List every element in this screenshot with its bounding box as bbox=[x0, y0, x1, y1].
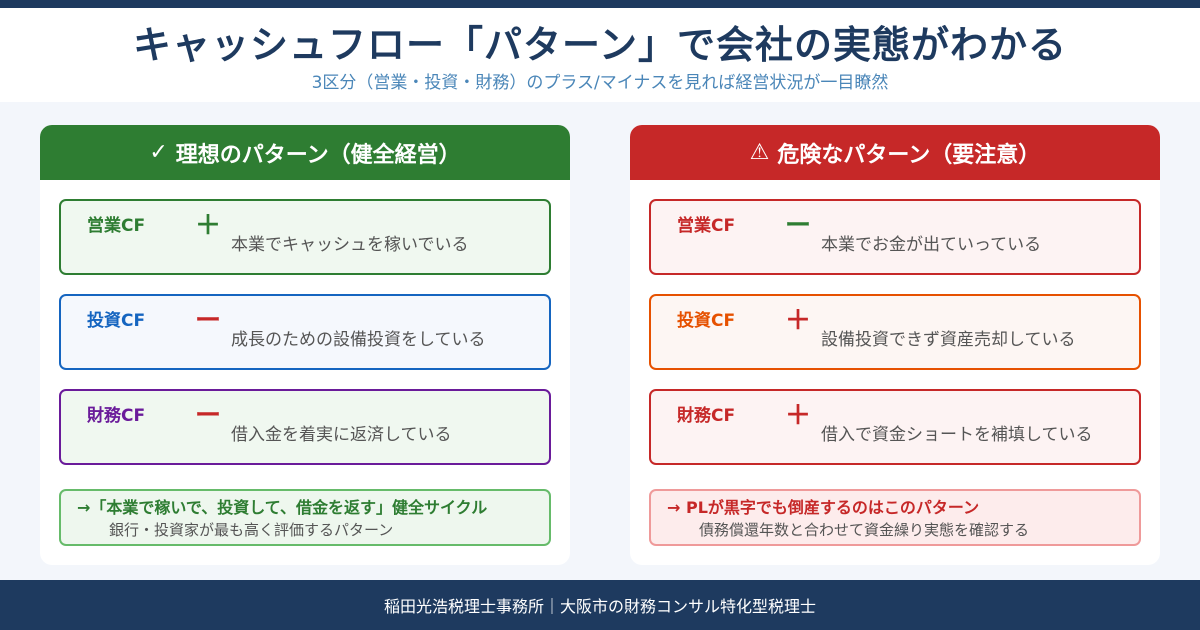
check-icon: ✓ bbox=[149, 140, 168, 165]
cf-description: 借入金を着実に返済している bbox=[231, 425, 452, 445]
note-detail: 債務償還年数と合わせて資金繰り実態を確認する bbox=[699, 521, 1030, 539]
note-headline: →「本業で稼いで、投資して、借金を返す」健全サイクル bbox=[77, 498, 488, 517]
cf-label: 営業CF bbox=[677, 216, 736, 236]
ideal-summary-note: →「本業で稼いで、投資して、借金を返す」健全サイクル 銀行・投資家が最も高く評価… bbox=[59, 489, 551, 546]
warning-icon: ⚠ bbox=[749, 140, 770, 165]
ideal-pattern-panel: ✓ 理想のパターン（健全経営） 営業CF ＋ 本業でキャッシュを稼いでいる 投資… bbox=[40, 125, 570, 565]
footer: 稲田光浩税理士事務所｜大阪市の財務コンサル特化型税理士 bbox=[0, 580, 1200, 630]
plus-icon: ＋ bbox=[195, 211, 222, 241]
cf-label: 財務CF bbox=[677, 406, 736, 426]
cf-description: 成長のための設備投資をしている bbox=[231, 330, 486, 350]
ideal-financing-cf-card: 財務CF ー 借入金を着実に返済している bbox=[59, 389, 551, 465]
plus-icon: ＋ bbox=[785, 401, 812, 431]
cf-description: 本業でお金が出ていっている bbox=[821, 235, 1042, 255]
minus-icon: ー bbox=[195, 401, 222, 431]
cf-label: 営業CF bbox=[87, 216, 146, 236]
ideal-investing-cf-card: 投資CF ー 成長のための設備投資をしている bbox=[59, 294, 551, 370]
ideal-panel-header: ✓ 理想のパターン（健全経営） bbox=[40, 125, 570, 180]
cf-label: 投資CF bbox=[87, 311, 146, 331]
danger-summary-note: → PLが黒字でも倒産するのはこのパターン 債務償還年数と合わせて資金繰り実態を… bbox=[649, 489, 1141, 546]
page-title: キャッシュフロー「パターン」で会社の実態がわかる bbox=[132, 23, 1068, 67]
cf-label: 投資CF bbox=[677, 311, 736, 331]
danger-panel-header: ⚠ 危険なパターン（要注意） bbox=[630, 125, 1160, 180]
minus-icon: ー bbox=[785, 211, 812, 241]
note-headline: → PLが黒字でも倒産するのはこのパターン bbox=[667, 498, 980, 517]
plus-icon: ＋ bbox=[785, 306, 812, 336]
danger-pattern-panel: ⚠ 危険なパターン（要注意） 営業CF ー 本業でお金が出ていっている 投資CF… bbox=[630, 125, 1160, 565]
ideal-operating-cf-card: 営業CF ＋ 本業でキャッシュを稼いでいる bbox=[59, 199, 551, 275]
danger-financing-cf-card: 財務CF ＋ 借入で資金ショートを補填している bbox=[649, 389, 1141, 465]
header: キャッシュフロー「パターン」で会社の実態がわかる 3区分（営業・投資・財務）のプ… bbox=[0, 8, 1200, 102]
cf-label: 財務CF bbox=[87, 406, 146, 426]
danger-investing-cf-card: 投資CF ＋ 設備投資できず資産売却している bbox=[649, 294, 1141, 370]
minus-icon: ー bbox=[195, 306, 222, 336]
ideal-panel-title: 理想のパターン（健全経営） bbox=[175, 142, 461, 168]
page-subtitle: 3区分（営業・投資・財務）のプラス/マイナスを見れば経営状況が一目瞭然 bbox=[311, 73, 889, 93]
note-detail: 銀行・投資家が最も高く評価するパターン bbox=[109, 521, 394, 539]
top-accent-bar bbox=[0, 0, 1200, 8]
cf-description: 設備投資できず資産売却している bbox=[821, 330, 1076, 350]
cf-description: 本業でキャッシュを稼いでいる bbox=[231, 235, 469, 255]
footer-text: 稲田光浩税理士事務所｜大阪市の財務コンサル特化型税理士 bbox=[383, 597, 816, 616]
cf-description: 借入で資金ショートを補填している bbox=[821, 425, 1093, 445]
danger-panel-title: 危険なパターン（要注意） bbox=[777, 142, 1041, 168]
danger-operating-cf-card: 営業CF ー 本業でお金が出ていっている bbox=[649, 199, 1141, 275]
